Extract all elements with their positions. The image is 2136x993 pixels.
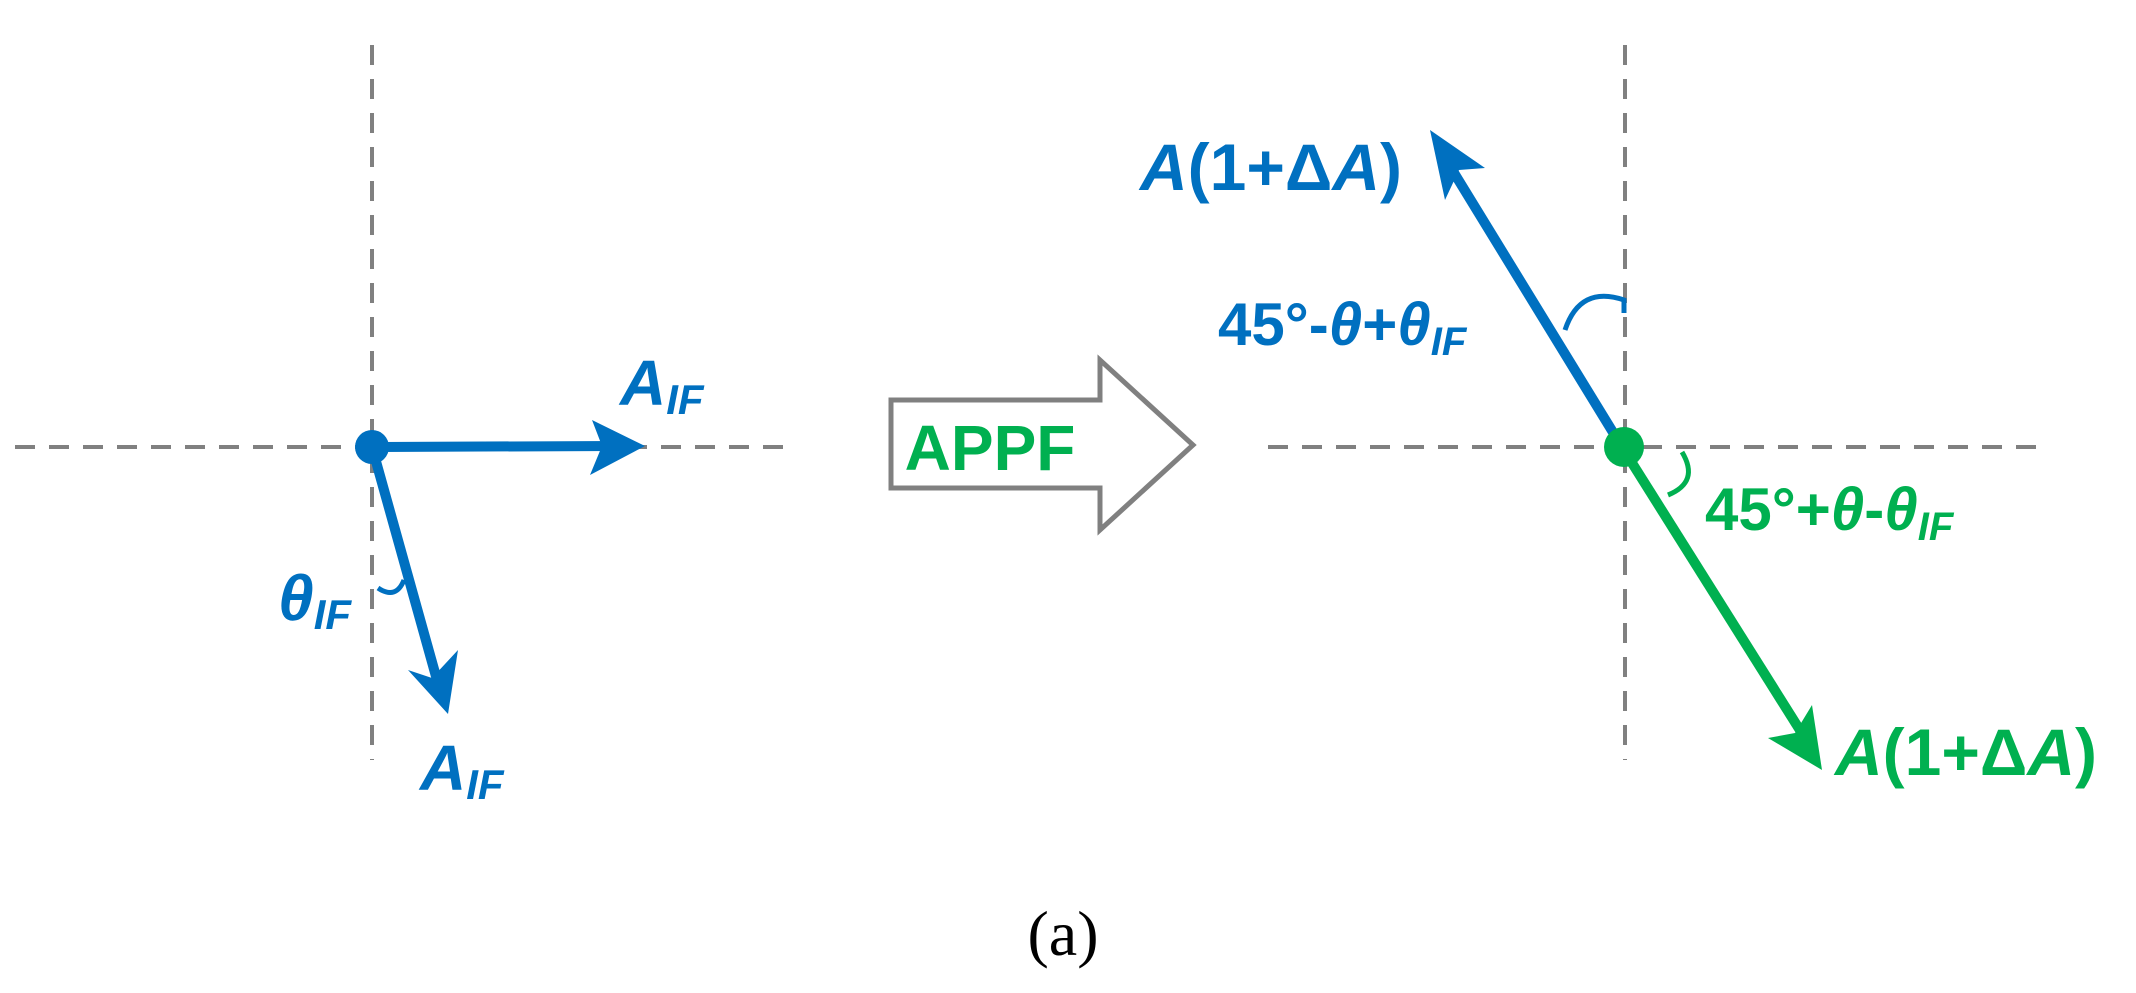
left-angle-label: θIF — [278, 562, 352, 638]
left-horizontal-vector-label: AIF — [618, 347, 705, 423]
figure-caption: (a) — [1027, 898, 1098, 969]
right-blue-angle-label: 45°-θ+θIF — [1218, 291, 1468, 364]
left-horizontal-arrowhead — [590, 420, 645, 475]
right-blue-arrowhead — [1430, 130, 1485, 200]
left-diagram: AIF AIF θIF — [15, 45, 790, 808]
right-green-vector — [1617, 444, 1808, 738]
left-down-vector-label: AIF — [418, 732, 505, 808]
right-blue-vector — [1443, 160, 1627, 450]
transform-arrow: APPF — [888, 354, 1197, 536]
right-green-angle-arc — [1666, 450, 1691, 498]
left-down-vector — [367, 445, 442, 682]
transform-arrow-outline — [888, 354, 1197, 536]
right-blue-vector-label: A(1+ΔA) — [1138, 130, 1402, 204]
right-green-vector-label: A(1+ΔA) — [1833, 715, 2097, 789]
left-down-arrowhead — [408, 650, 458, 714]
right-diagram: A(1+ΔA) 45°-θ+θIF A(1+ΔA) 45°+θ-θIF — [1138, 45, 2097, 789]
left-horizontal-vector — [371, 441, 616, 452]
right-origin-dot — [1604, 427, 1644, 467]
right-blue-angle-arc — [1562, 293, 1627, 331]
transform-arrow-label: APPF — [905, 412, 1076, 484]
right-green-angle-label: 45°+θ-θIF — [1705, 476, 1955, 549]
left-angle-arc — [376, 578, 407, 595]
left-origin-dot — [355, 430, 389, 464]
right-green-arrowhead — [1768, 705, 1822, 770]
